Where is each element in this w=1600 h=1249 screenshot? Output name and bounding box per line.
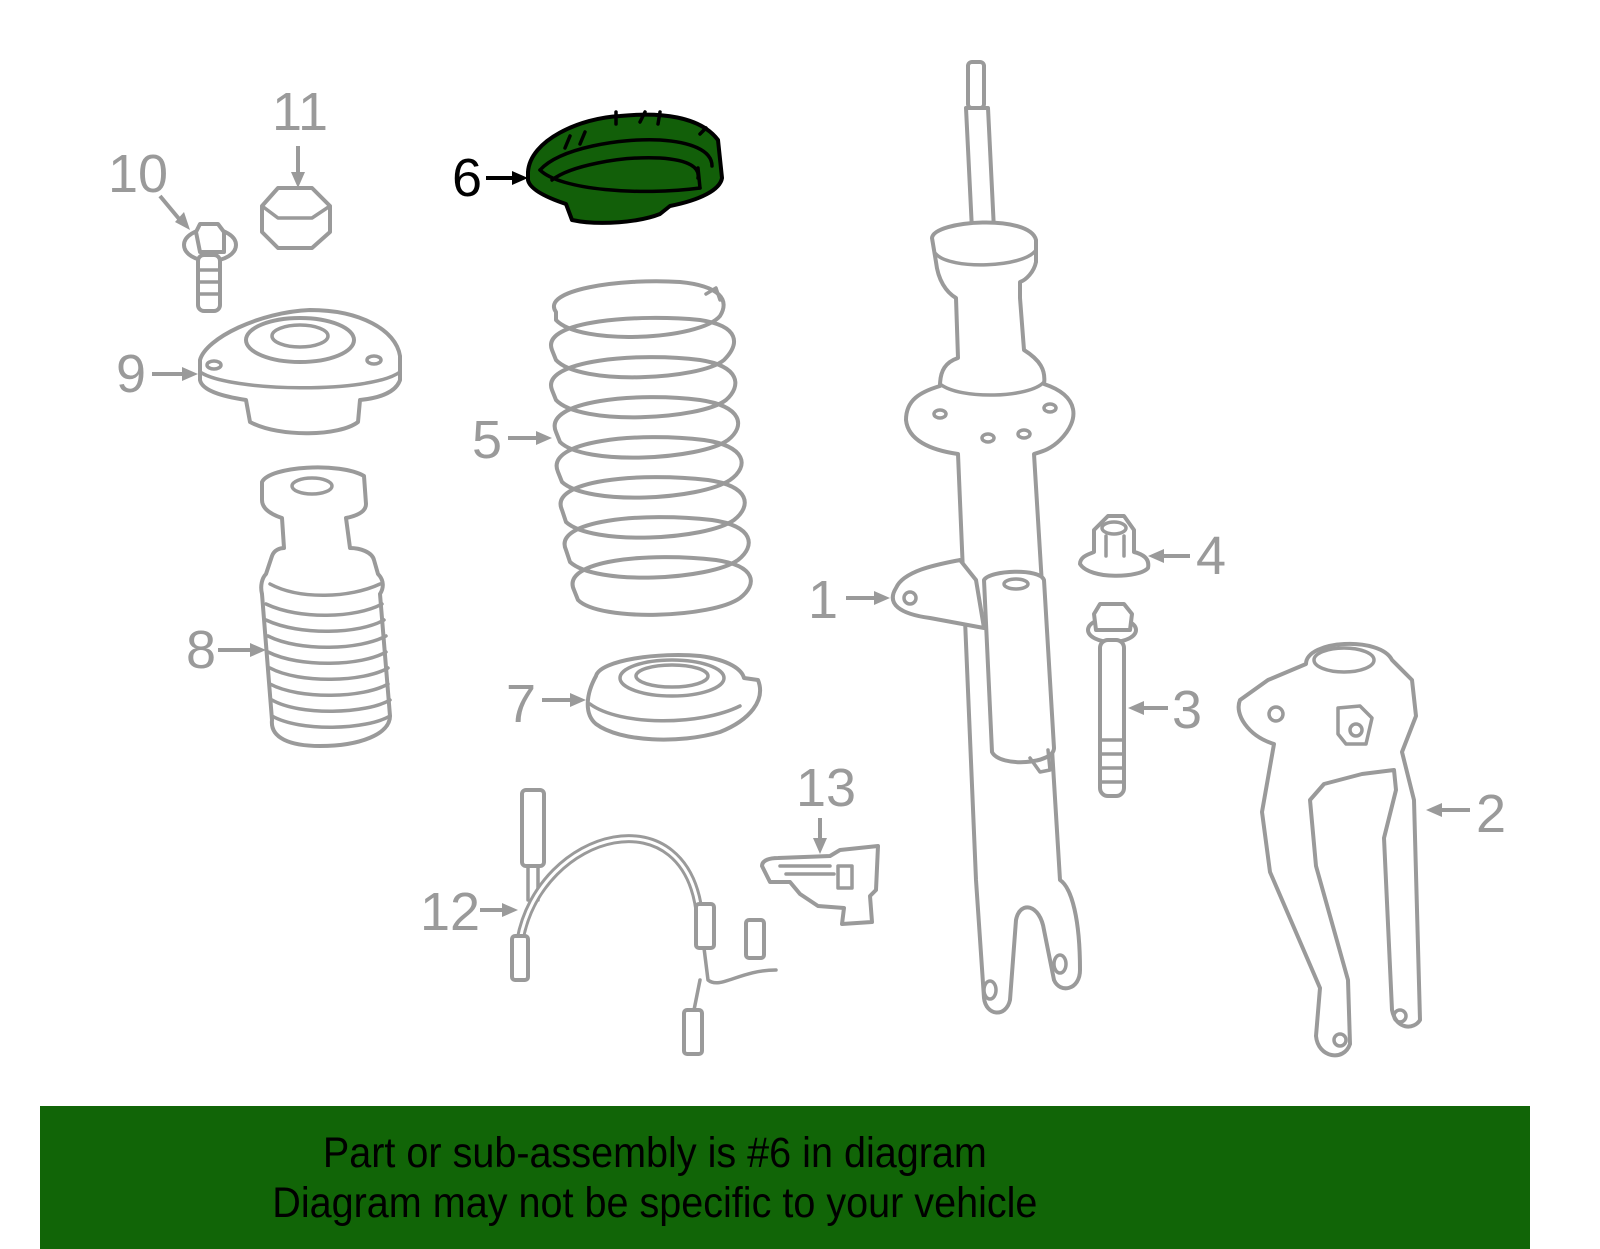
svg-text:12: 12 xyxy=(420,882,480,942)
svg-text:11: 11 xyxy=(272,82,328,142)
svg-text:1: 1 xyxy=(808,570,838,630)
svg-text:5: 5 xyxy=(472,410,502,470)
svg-text:10: 10 xyxy=(108,144,168,204)
part-1-strut[interactable] xyxy=(890,60,1082,1015)
callout-11: 11 xyxy=(272,82,328,188)
part-11-cap-nut[interactable] xyxy=(260,186,332,250)
svg-text:8: 8 xyxy=(186,620,216,680)
svg-text:9: 9 xyxy=(116,344,146,404)
svg-text:2: 2 xyxy=(1476,784,1506,844)
callout-13: 13 xyxy=(796,758,856,854)
banner-part-reference: Part or sub-assembly is #6 in diagram xyxy=(322,1128,988,1177)
svg-text:7: 7 xyxy=(506,674,536,734)
svg-text:13: 13 xyxy=(796,758,856,818)
callout-9: 9 xyxy=(116,344,198,404)
part-5-coil-spring[interactable] xyxy=(549,279,753,617)
info-banner: Part or sub-assembly is #6 in diagram Di… xyxy=(40,1106,1530,1249)
part-3-bolt[interactable] xyxy=(1086,602,1138,798)
callout-1: 1 xyxy=(808,570,890,630)
part-12-abs-sensor-wire[interactable] xyxy=(510,788,778,1056)
callout-8: 8 xyxy=(186,620,266,680)
callout-2: 2 xyxy=(1426,784,1506,844)
part-6-upper-spring-seat[interactable] xyxy=(526,110,724,225)
callout-6: 6 xyxy=(452,148,528,208)
part-13-wire-bracket[interactable] xyxy=(760,844,880,926)
callout-7: 7 xyxy=(506,674,586,734)
part-7-lower-spring-seat[interactable] xyxy=(585,652,762,742)
callout-4: 4 xyxy=(1148,526,1226,586)
banner-disclaimer: Diagram may not be specific to your vehi… xyxy=(272,1178,1038,1227)
callout-label-6: 6 xyxy=(452,148,482,208)
part-2-steering-knuckle[interactable] xyxy=(1236,642,1422,1058)
part-8-bump-stop-boot[interactable] xyxy=(259,465,392,748)
callout-3: 3 xyxy=(1128,680,1202,740)
svg-text:4: 4 xyxy=(1196,526,1226,586)
callout-5: 5 xyxy=(472,410,552,470)
part-4-nut[interactable] xyxy=(1078,514,1151,578)
part-9-strut-mount[interactable] xyxy=(198,308,402,436)
callout-12: 12 xyxy=(420,882,518,942)
callout-10: 10 xyxy=(108,144,190,230)
part-10-mount-bolt[interactable] xyxy=(182,222,238,313)
svg-text:3: 3 xyxy=(1172,680,1202,740)
